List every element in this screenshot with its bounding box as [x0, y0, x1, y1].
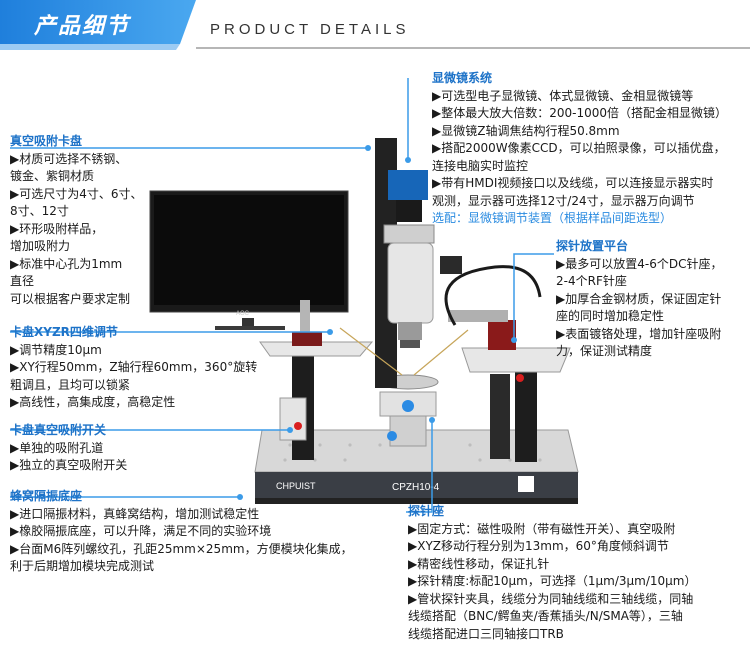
vacuum-chuck-line: ▶材质可选择不锈钢、	[10, 151, 128, 166]
probe-seat-line: 线缆搭配（BNC/鳄鱼夹/香蕉插头/N/SMA等），三轴	[408, 609, 683, 623]
xyzr-line: ▶高线性，高集成度，高稳定性	[10, 395, 176, 409]
honeycomb-line: ▶橡胶隔振底座，可以升降，满足不同的实验环境	[10, 524, 272, 538]
probe-seat-section: 探针座 ▶固定方式：磁性吸附（带有磁性开关）、真空吸附 ▶XYZ移动行程分别为1…	[408, 503, 696, 643]
banner-shape	[0, 0, 750, 50]
probe-seat-line: ▶XYZ移动行程分别为13mm，60°角度倾斜调节	[408, 539, 669, 553]
microscope-line: 观测，显示器可选择12寸/24寸，显示器万向调节	[432, 193, 695, 208]
platform-pointer-dot	[511, 337, 517, 343]
honeycomb-line: ▶台面M6阵列螺纹孔，孔距25mm×25mm，方便模块化集成，	[10, 541, 353, 556]
microscope-line: ▶整体最大放大倍数：200-1000倍（搭配金相显微镜）	[432, 106, 728, 120]
honeycomb-section: 蜂窝隔振底座 ▶进口隔振材料，真蜂窝结构，增加测试稳定性 ▶橡胶隔振底座，可以升…	[10, 488, 353, 576]
qr-code-icon	[518, 476, 534, 492]
monitor-logo: AOC	[236, 311, 250, 317]
vacuum-chuck-line: 8寸、12寸	[10, 204, 69, 218]
probe-platform-line: ▶表面镀铬处理，增加针座吸附	[556, 326, 722, 341]
vacuum-switch-section: 卡盘真空吸附开关 ▶单独的吸附孔道 ▶独立的真空吸附开关	[10, 422, 127, 475]
honeycomb-title: 蜂窝隔振底座	[10, 489, 83, 503]
base-pointer-dot	[237, 494, 243, 500]
vacuum-chuck-line: 镀金、紫铜材质	[10, 169, 95, 183]
header-banner: 产品细节 PRODUCT DETAILS	[0, 0, 750, 60]
vacuum-chuck-line: ▶环形吸附样品，	[10, 221, 104, 236]
switch-pointer-dot	[287, 427, 293, 433]
probe-platform-line: ▶最多可以放置4-6个DC针座，	[556, 256, 723, 271]
probe-platform-line: ▶加厚合金钢材质，保证固定针	[556, 291, 722, 306]
probe-platform-title: 探针放置平台	[556, 239, 629, 253]
xyzr-line: 粗调且，且均可以锁紧	[10, 377, 131, 392]
honeycomb-line: ▶进口隔振材料，真蜂窝结构，增加测试稳定性	[10, 506, 260, 521]
probe-seat-line: ▶固定方式：磁性吸附（带有磁性开关）、真空吸附	[408, 521, 676, 536]
microscope-line: ▶搭配2000W像素CCD，可以拍照录像，可以插优盘，	[432, 141, 726, 155]
xyz-stage	[377, 374, 439, 447]
probe-seat-title: 探针座	[408, 504, 445, 518]
leader-lines	[10, 78, 554, 513]
microscope-note: 选配：显微镜调节装置（根据样品间距选型）	[432, 211, 673, 225]
vacuum-switch-title: 卡盘真空吸附开关	[10, 423, 107, 437]
probe-platform-section: 探针放置平台 ▶最多可以放置4-6个DC针座， 2-4个RF针座 ▶加厚合金钢材…	[556, 238, 722, 361]
base-brand-label: CHPUIST	[276, 481, 316, 491]
vacuum-chuck-line: 增加吸附力	[10, 239, 71, 253]
microscope-line: ▶带有HMDI视频接口以及线缆，可以连接显示器实时	[432, 176, 714, 190]
right-probe-platform	[444, 265, 571, 462]
probe-seat-line: ▶管状探针夹具，线缆分为同轴线缆和三轴线缆，同轴	[408, 591, 694, 606]
vacuum-chuck-line: ▶标准中心孔为1mm	[10, 256, 123, 271]
microscope-pointer-dot	[405, 157, 411, 163]
monitor	[149, 190, 349, 330]
vacuum-chuck-line: 直径	[10, 274, 35, 288]
microscope-line: ▶显微镜Z轴调焦结构行程50.8mm	[432, 123, 620, 138]
vacuum-chuck-section: 真空吸附卡盘 ▶材质可选择不锈钢、 镀金、紫铜材质 ▶可选尺寸为4寸、6寸、 8…	[10, 133, 143, 308]
page-title: 产品细节	[34, 14, 131, 39]
xyzr-section: 卡盘XYZR四维调节 ▶调节精度10μm ▶XY行程50mm，Z轴行程60mm，…	[10, 324, 257, 412]
microscope-line: ▶可选型电子显微镜、体式显微镜、金相显微镜等	[432, 88, 694, 103]
vacuum-chuck-title: 真空吸附卡盘	[10, 134, 83, 148]
microscope	[375, 138, 462, 388]
vacuum-chuck-line: ▶可选尺寸为4寸、6寸、	[10, 186, 143, 201]
probe-seat-line: ▶探针精度:标配10μm，可选择（1μm/3μm/10μm）	[408, 574, 697, 588]
xyzr-pointer-dot	[327, 329, 333, 335]
vacuum-chuck-line: 可以根据客户要求定制	[10, 291, 131, 306]
probe-seat-line: 线缆搭配进口三同轴接口TRB	[408, 626, 564, 641]
microscope-title: 显微镜系统	[432, 71, 493, 85]
vacuum-switch-line: ▶独立的真空吸附开关	[10, 458, 128, 472]
probe-platform-line: 座的同时增加稳定性	[556, 309, 665, 323]
probe-seat-line: ▶精密线性移动，保证扎针	[408, 556, 550, 571]
probe-seat-pointer-dot	[429, 417, 435, 423]
microscope-line: 连接电脑实时监控	[432, 158, 529, 173]
probe-platform-line: 力，保证测试精度	[556, 344, 653, 358]
left-probe-platform	[259, 300, 374, 460]
chuck-pointer-dot	[365, 145, 371, 151]
honeycomb-line: 利于后期增加模块完成测试	[10, 559, 155, 573]
xyzr-title: 卡盘XYZR四维调节	[10, 325, 118, 339]
probe-platform-line: 2-4个RF针座	[556, 274, 627, 288]
vacuum-switch-line: ▶单独的吸附孔道	[10, 440, 104, 455]
xyzr-line: ▶XY行程50mm，Z轴行程60mm，360°旋转	[10, 360, 258, 374]
xyzr-line: ▶调节精度10μm	[10, 342, 102, 357]
page-subtitle: PRODUCT DETAILS	[210, 21, 410, 38]
microscope-section: 显微镜系统 ▶可选型电子显微镜、体式显微镜、金相显微镜等 ▶整体最大放大倍数：2…	[432, 70, 727, 228]
base-model-label: CPZH10-4	[392, 482, 440, 493]
